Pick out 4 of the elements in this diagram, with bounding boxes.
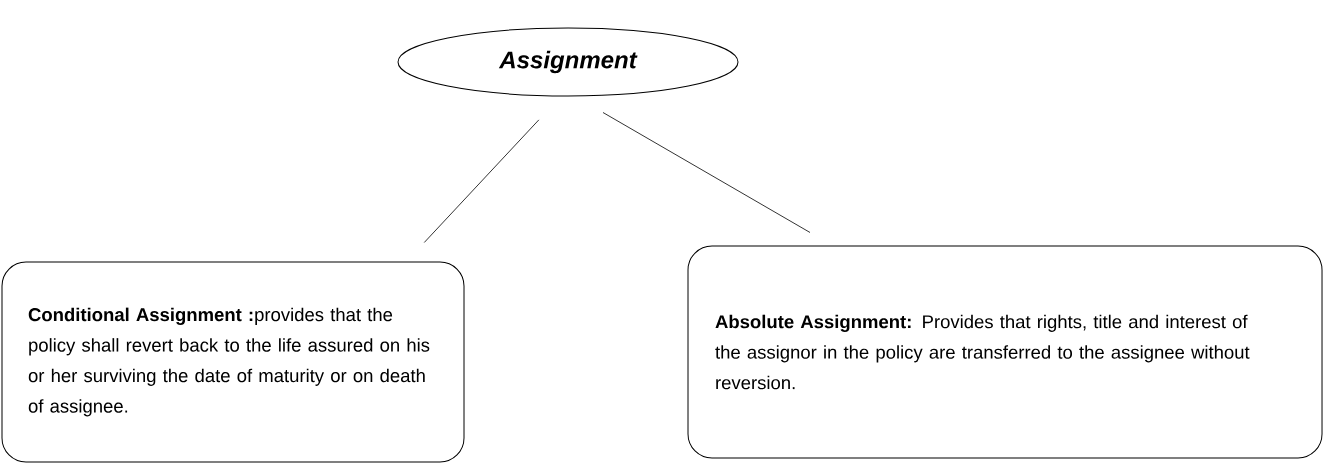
connector-line <box>602 112 811 233</box>
text-box: Absolute Assignment: Provides that rights, title and interest of the assignor in the policy are transferred to the assignee without reversion. <box>687 245 1323 459</box>
connector-line <box>423 119 540 243</box>
text-box: Conditional Assignment :provides that the policy shall revert back to the life assured on his or her surviving the date of maturity or on death of assignee. <box>1 261 465 463</box>
